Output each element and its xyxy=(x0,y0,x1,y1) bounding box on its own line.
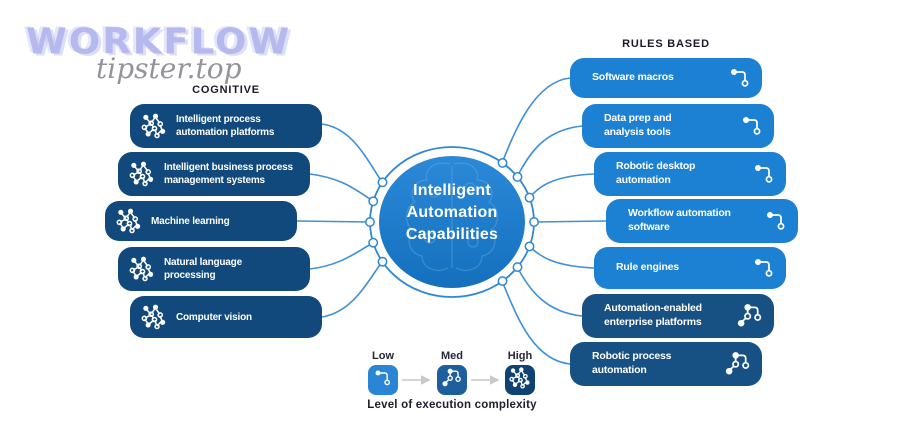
tree-medium-complexity-icon xyxy=(441,367,463,394)
legend-swatch-low xyxy=(368,365,398,395)
card-label: Intelligent process automation platforms xyxy=(176,114,275,138)
legend-label-high: High xyxy=(507,350,533,362)
card-label: Rule engines xyxy=(616,261,679,274)
network-high-complexity-icon xyxy=(508,366,532,395)
hub-title-line1: Intelligent xyxy=(413,182,491,199)
path-low-complexity-icon xyxy=(373,368,393,393)
watermark-site-text: tipster.top xyxy=(96,52,242,85)
legend-label-med: Med xyxy=(441,350,463,362)
card-label: Machine learning xyxy=(151,215,230,227)
tree-medium-complexity-icon xyxy=(724,350,752,378)
network-high-complexity-icon xyxy=(128,255,156,283)
legend-swatch-med xyxy=(437,365,467,395)
card-rule-engines: Rule engines xyxy=(594,247,786,289)
card-label: Automation-enabled enterprise platforms xyxy=(604,302,702,328)
card-data-prep-and-analysis-tools: Data prep and analysis tools xyxy=(582,104,774,148)
network-high-complexity-icon xyxy=(128,160,156,188)
card-computer-vision: Computer vision xyxy=(130,296,322,338)
card-machine-learning: Machine learning xyxy=(105,201,297,241)
card-automation-enabled-enterprise-platforms: Automation-enabled enterprise platforms xyxy=(582,294,774,338)
path-low-complexity-icon xyxy=(764,209,788,233)
card-workflow-automation-software: Workflow automation software xyxy=(606,199,798,243)
hub-title-line3: Capabilities xyxy=(405,226,499,244)
card-label: Robotic process automation xyxy=(592,350,672,376)
hub-title-line2: Automation xyxy=(406,204,498,222)
card-robotic-desktop-automation: Robotic desktop automation xyxy=(594,152,786,196)
legend-swatch-high xyxy=(505,365,535,395)
card-intelligent-business-process-management-systems: Intelligent business process management … xyxy=(118,152,310,196)
watermark-brand-text: WORKFLOW xyxy=(26,21,292,62)
path-low-complexity-icon xyxy=(752,256,776,280)
card-natural-language-processing: Natural language processing xyxy=(118,247,310,291)
card-label: Data prep and analysis tools xyxy=(604,112,672,138)
card-intelligent-process-automation-platforms: Intelligent process automation platforms xyxy=(130,104,322,148)
tree-medium-complexity-icon xyxy=(736,302,764,330)
card-label: Robotic desktop automation xyxy=(616,160,696,186)
path-low-complexity-icon xyxy=(728,66,752,90)
cognitive-group-header: COGNITIVE xyxy=(192,84,260,96)
card-label: Natural language processing xyxy=(164,257,242,281)
network-high-complexity-icon xyxy=(140,303,168,331)
hub-title: Intelligent Automation Capabilities xyxy=(377,180,527,246)
network-high-complexity-icon xyxy=(115,207,143,235)
legend-label-low: Low xyxy=(372,350,394,362)
card-label: Intelligent business process management … xyxy=(164,162,293,186)
card-label: Computer vision xyxy=(176,311,252,323)
path-low-complexity-icon xyxy=(740,114,764,138)
card-robotic-process-automation: Robotic process automation xyxy=(570,342,762,386)
card-label: Software macros xyxy=(592,71,674,84)
card-software-macros: Software macros xyxy=(570,58,762,98)
path-low-complexity-icon xyxy=(752,162,776,186)
legend-caption: Level of execution complexity xyxy=(367,399,537,411)
network-high-complexity-icon xyxy=(140,112,168,140)
rules-based-group-header: RULES BASED xyxy=(622,38,710,50)
card-label: Workflow automation software xyxy=(628,207,731,233)
